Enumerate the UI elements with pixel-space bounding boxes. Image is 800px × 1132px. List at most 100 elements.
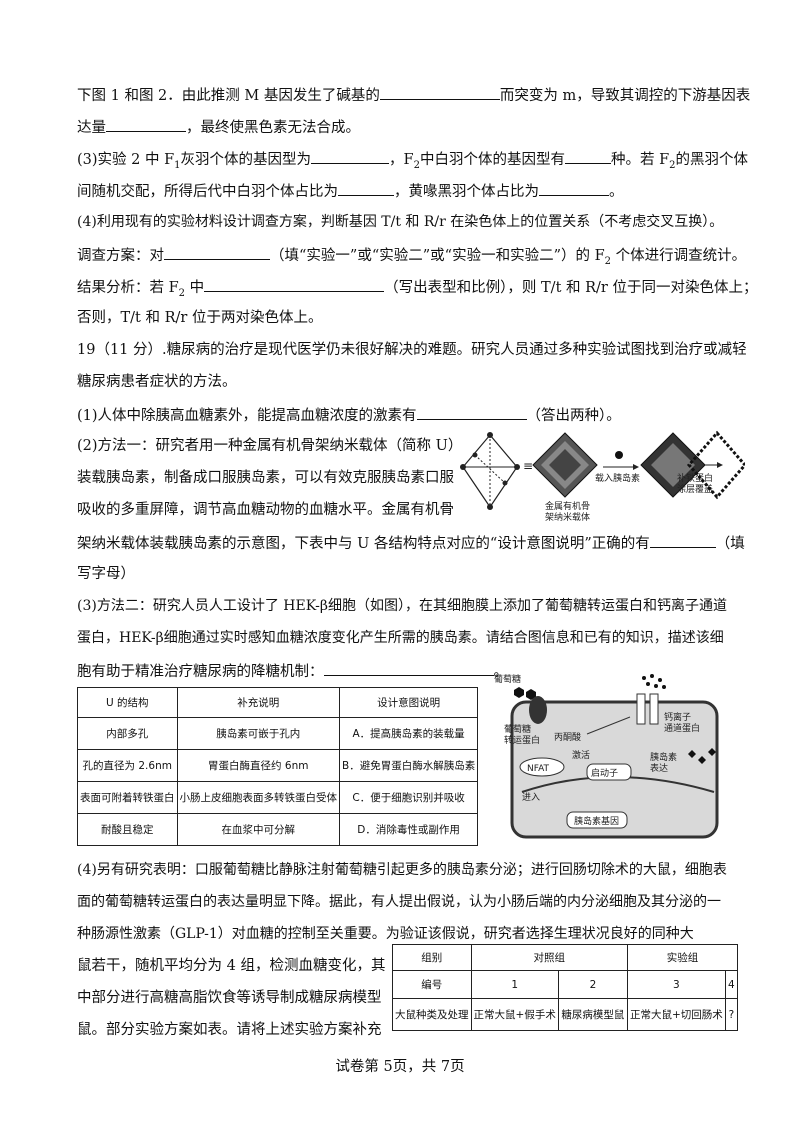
activate-label: 激活 bbox=[572, 749, 590, 761]
text-line: 糖尿病患者症状的方法。 bbox=[77, 374, 237, 390]
table-cell: 小肠上皮细胞表面多转铁蛋白受体 bbox=[176, 781, 340, 814]
table-header: 对照组 bbox=[470, 944, 628, 971]
table-header: 实验组 bbox=[626, 944, 739, 971]
table-cell: D．消除毒性或副作用 bbox=[338, 813, 479, 846]
transporter-label: 葡萄糖 bbox=[504, 723, 531, 735]
nfat-label: NFAT bbox=[527, 764, 550, 774]
table-cell: 糖尿病模型鼠 bbox=[557, 998, 628, 1031]
table-cell: 4 bbox=[724, 970, 739, 999]
text-line: (3)实验 2 中 F1灰羽个体的基因型为，F2中白羽个体的基因型有种。若 F2… bbox=[77, 148, 748, 176]
text-line: (4)利用现有的实验材料设计调查方案，判断基因 T/t 和 R/r 在染色体上的… bbox=[77, 214, 724, 230]
promoter-box bbox=[586, 763, 632, 781]
text-line: 鼠若干，随机平均分为 4 组，检测血糖变化，其 bbox=[77, 958, 386, 974]
transporter-icon bbox=[529, 696, 547, 724]
table-cell: B．避免胃蛋白酶水解胰岛素 bbox=[338, 749, 479, 782]
text-line: (4)另有研究表明：口服葡萄糖比静脉注射葡萄糖引起更多的胰岛素分泌；进行回肠切除… bbox=[77, 862, 727, 878]
text-line: (2)方法一：研究者用一种金属有机骨架纳米载体（简称 U） bbox=[77, 438, 463, 454]
hek-cell-figure: 葡萄糖 葡萄糖 转运蛋白 丙酮酸 钙离子 通道蛋白 NFAT 激活 启动子 胰岛… bbox=[494, 673, 719, 839]
table-cell: 耐酸且稳定 bbox=[77, 813, 178, 846]
text-line: 胞有助于精准治疗糖尿病的降糖机制：。 bbox=[77, 660, 508, 682]
mof-diamond-icon bbox=[532, 432, 598, 498]
text-line: 达量，最终使黑色素无法合成。 bbox=[77, 116, 360, 138]
answer-blank[interactable] bbox=[106, 116, 186, 132]
table-row: 组别 对照组 实验组 bbox=[392, 944, 739, 971]
table-cell: 大鼠种类及处理 bbox=[392, 998, 472, 1031]
ca-channel-label: 钙离子 bbox=[664, 711, 691, 723]
ca-channel-icon bbox=[636, 693, 646, 725]
insulin-label-2: 表达 bbox=[650, 762, 668, 774]
answer-blank[interactable] bbox=[323, 660, 494, 676]
table-cell: 正常大鼠+假手术 bbox=[470, 998, 559, 1031]
text-line: 下图 1 和图 2．由此推测 M 基因发生了碱基的而突变为 m，导致其调控的下游… bbox=[77, 84, 750, 106]
answer-blank[interactable] bbox=[164, 244, 270, 260]
gene-label: 胰岛素基因 bbox=[574, 815, 619, 827]
table-row: 大鼠种类及处理 正常大鼠+假手术 糖尿病模型鼠 正常大鼠+切回肠术 ? bbox=[392, 998, 739, 1031]
into-nucleus-label: 进入 bbox=[522, 792, 540, 803]
table-row: 编号 1 2 3 4 bbox=[392, 970, 739, 999]
text-line: 间随机交配，所得后代中白羽个体占比为，黄喙黑羽个体占比为。 bbox=[77, 180, 624, 202]
table-cell: 2 bbox=[557, 970, 628, 999]
ca-ions-icon bbox=[642, 674, 666, 689]
ca-channel-label-2: 通道蛋白 bbox=[664, 722, 700, 734]
table-cell: 3 bbox=[626, 970, 726, 999]
loaded-diamond-icon bbox=[640, 432, 706, 498]
answer-blank[interactable] bbox=[338, 180, 394, 196]
mof-carrier-figure: ≡ 金属有机骨 架纳米载体 载入胰岛素 补铁蛋白 涂层覆盖 bbox=[460, 430, 745, 523]
insulin-molecules-icon bbox=[688, 748, 716, 764]
glucose-molecules-icon bbox=[514, 687, 536, 700]
gene-box bbox=[566, 811, 628, 829]
table-cell: 1 bbox=[470, 970, 559, 999]
coated-diamond-icon bbox=[687, 430, 745, 500]
table-row: 表面可附着转铁蛋白 小肠上皮细胞表面多转铁蛋白受体 C．便于细胞识别并吸收 bbox=[77, 781, 479, 814]
table-row: 内部多孔 胰岛素可嵌于孔内 A．提高胰岛素的装载量 bbox=[77, 717, 479, 750]
text-line: 否则，T/t 和 R/r 位于两对染色体上。 bbox=[77, 310, 323, 326]
mof-label-2: 架纳米载体 bbox=[545, 511, 590, 523]
text-line: 种肠源性激素（GLP-1）对血糖的控制至关重要。为验证该假说，研究者选择生理状况… bbox=[77, 926, 694, 942]
table-cell: 编号 bbox=[392, 970, 472, 999]
table-cell: 表面可附着转铁蛋白 bbox=[77, 781, 178, 814]
table-cell: 内部多孔 bbox=[77, 717, 178, 750]
table-row: 耐酸且稳定 在血浆中可分解 D．消除毒性或副作用 bbox=[77, 813, 479, 846]
promoter-label: 启动子 bbox=[591, 767, 618, 779]
table-cell: 胃蛋白酶直径约 6nm bbox=[176, 749, 340, 782]
answer-blank[interactable] bbox=[379, 84, 500, 100]
table-cell: 胰岛素可嵌于孔内 bbox=[176, 717, 340, 750]
octahedron-icon bbox=[460, 432, 520, 510]
table-header: 设计意图说明 bbox=[338, 687, 479, 718]
table-cell: C．便于细胞识别并吸收 bbox=[338, 781, 479, 814]
table-header: 组别 bbox=[392, 944, 472, 971]
experiment-table: 组别 对照组 实验组 编号 1 2 3 4 大鼠种类及处理 正常大鼠+假手术 糖… bbox=[392, 944, 739, 1031]
text-line: 中部分进行高糖高脂饮食等诱导制成糖尿病模型 bbox=[77, 990, 382, 1006]
answer-blank[interactable] bbox=[311, 148, 390, 164]
answer-blank[interactable] bbox=[539, 180, 609, 196]
answer-blank[interactable] bbox=[564, 148, 611, 164]
u-structure-table: U 的结构 补充说明 设计意图说明 内部多孔 胰岛素可嵌于孔内 A．提高胰岛素的… bbox=[77, 687, 479, 846]
text-line: (3)方法二：研究人员人工设计了 HEK-β细胞（如图），在其细胞膜上添加了葡萄… bbox=[77, 598, 727, 614]
table-header: 补充说明 bbox=[176, 687, 340, 718]
text-line: 调查方案：对（填“实验一”或“实验二”或“实验一和实验二”）的 F2 个体进行调… bbox=[77, 244, 746, 272]
transporter-label-2: 转运蛋白 bbox=[504, 734, 540, 746]
text-line: (1)人体中除胰高血糖素外，能提高血糖浓度的激素有（答出两种）。 bbox=[77, 404, 621, 426]
text-line: 架纳米载体装载胰岛素的示意图，下表中与 U 各结构特点对应的“设计意图说明”正确… bbox=[77, 532, 745, 554]
table-cell: A．提高胰岛素的装载量 bbox=[338, 717, 479, 750]
answer-blank[interactable] bbox=[416, 404, 527, 420]
answer-blank[interactable] bbox=[204, 276, 385, 292]
text-line: 装载胰岛素，制备成口服胰岛素，可以有效克服胰岛素口服 bbox=[77, 470, 454, 486]
table-cell: 在血浆中可分解 bbox=[176, 813, 340, 846]
text-line: 吸收的多重屏障，调节高血糖动物的血糖水平。金属有机骨 bbox=[77, 502, 454, 518]
text-line: 鼠。部分实验方案如表。请将上述实验方案补充 bbox=[77, 1022, 382, 1038]
answer-blank[interactable] bbox=[649, 532, 716, 548]
equals-label: ≡ bbox=[523, 459, 533, 473]
table-header: U 的结构 bbox=[77, 687, 178, 718]
insulin-dot-icon bbox=[615, 451, 623, 459]
glucose-label: 葡萄糖 bbox=[494, 673, 521, 685]
load-label: 载入胰岛素 bbox=[595, 472, 640, 484]
table-row: 孔的直径为 2.6nm 胃蛋白酶直径约 6nm B．避免胃蛋白酶水解胰岛素 bbox=[77, 749, 479, 782]
text-line: 写字母） bbox=[77, 566, 135, 582]
table-cell: 正常大鼠+切回肠术 bbox=[626, 998, 726, 1031]
text-line: 蛋白，HEK-β细胞通过实时感知血糖浓度变化产生所需的胰岛素。请结合图信息和已有… bbox=[77, 630, 724, 646]
table-header-row: U 的结构 补充说明 设计意图说明 bbox=[77, 687, 479, 718]
question-19-title: 19（11 分）.糖尿病的治疗是现代医学仍未很好解决的难题。研究人员通过多种实验… bbox=[77, 342, 747, 358]
table-cell: ? bbox=[724, 998, 739, 1031]
arrow-icon bbox=[586, 716, 631, 735]
